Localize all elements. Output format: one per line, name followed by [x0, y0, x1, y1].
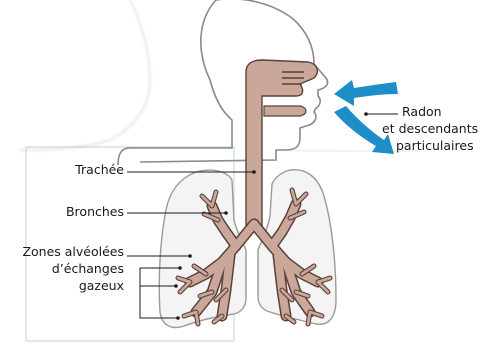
inhale-arrow: [334, 80, 398, 106]
label-bronchi: Bronches: [40, 204, 124, 220]
label-trachea: Trachée: [40, 162, 124, 178]
head-outline: [118, 0, 232, 165]
label-radon-line1: Radon: [402, 104, 442, 120]
label-alveoli-line1: Zones alvéolées: [20, 244, 124, 260]
mouth-cavity: [264, 106, 306, 116]
label-alveoli-line3: gazeux: [20, 278, 124, 294]
label-radon-line2: et descendants: [382, 121, 478, 137]
label-alveoli-line2: d’échanges: [20, 261, 124, 277]
label-radon-line3: particulaires: [396, 138, 474, 154]
shoulders-outline: [20, 0, 150, 150]
